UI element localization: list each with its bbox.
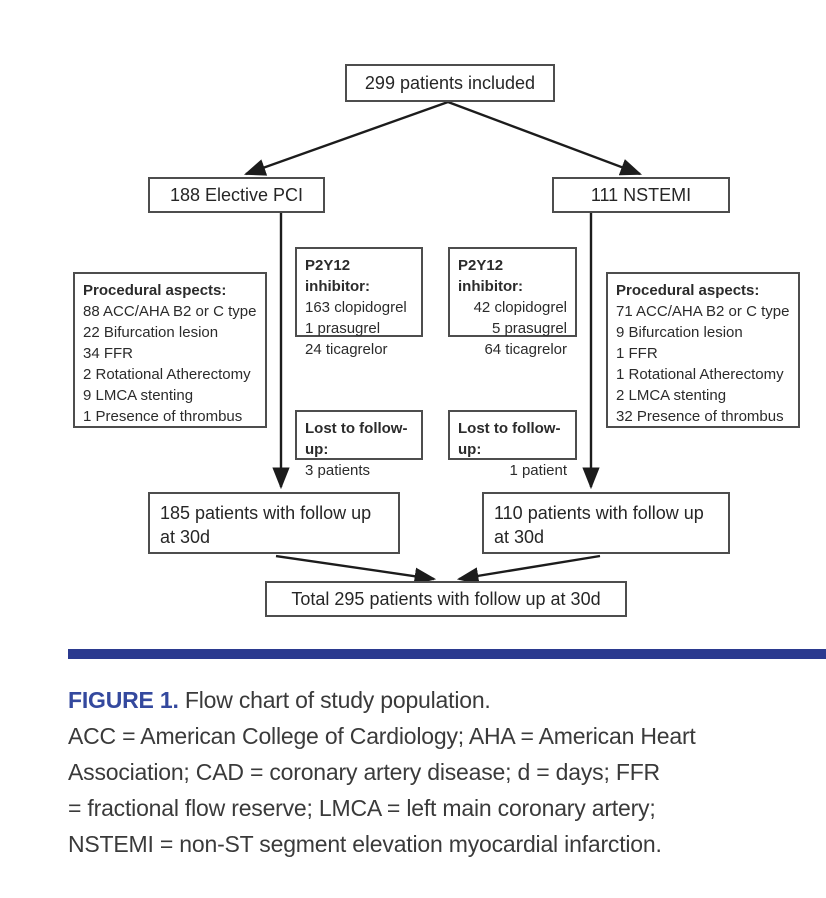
procedural-right-line: 2 LMCA stenting — [616, 387, 727, 404]
procedural-left-line: 88 ACC/AHA B2 or C type — [83, 303, 257, 320]
lost-right-value: 1 patient — [509, 462, 567, 479]
node-followup-left: 185 patients with follow up at 30d — [148, 492, 400, 554]
p2y12-left-title: P2Y12 inhibitor: — [305, 257, 370, 295]
caption-abbrev-line: Association; CAD = coronary artery disea… — [68, 759, 660, 785]
p2y12-left-line: 163 clopidogrel — [305, 299, 407, 316]
node-patients-included: 299 patients included — [345, 64, 555, 102]
caption-title-line: FIGURE 1. Flow chart of study population… — [68, 682, 808, 718]
procedural-left-line: 1 Presence of thrombus — [83, 408, 243, 425]
lost-left-title: Lost to follow-up: — [305, 420, 408, 458]
procedural-left-line: 34 FFR — [83, 345, 134, 362]
p2y12-left-line: 1 prasugrel — [305, 320, 381, 337]
caption-abbrev-line: = fractional flow reserve; LMCA = left m… — [68, 795, 656, 821]
figure-divider-rule — [68, 649, 826, 659]
arrow-top-to-right — [447, 100, 643, 176]
procedural-right-line: 71 ACC/AHA B2 or C type — [616, 303, 790, 320]
node-procedural-aspects-right: Procedural aspects: 71 ACC/AHA B2 or C t… — [606, 272, 800, 428]
node-elective-pci: 188 Elective PCI — [148, 177, 325, 213]
procedural-left-line: 2 Rotational Atherectomy — [83, 366, 251, 383]
node-nstemi: 111 NSTEMI — [552, 177, 730, 213]
caption-abbrev-line: ACC = American College of Cardiology; AH… — [68, 723, 696, 749]
p2y12-right-line: 5 prasugrel — [491, 320, 567, 337]
node-followup-right: 110 patients with follow up at 30d — [482, 492, 730, 554]
figure-label: FIGURE 1. — [68, 687, 179, 713]
lost-right-title: Lost to follow-up: — [458, 420, 561, 458]
procedural-right-title: Procedural aspects: — [616, 282, 760, 299]
arrow-left-to-total — [275, 554, 437, 585]
node-p2y12-right: P2Y12 inhibitor: 42 clopidogrel 5 prasug… — [448, 247, 577, 358]
procedural-left-line: 9 LMCA stenting — [83, 387, 194, 404]
followup-right-line1: 110 patients with follow up — [494, 503, 704, 523]
node-p2y12-left: P2Y12 inhibitor: 163 clopidogrel 1 prasu… — [295, 247, 423, 358]
arrow-top-to-left — [243, 100, 449, 176]
procedural-right-line: 1 Rotational Atherectomy — [616, 366, 784, 383]
p2y12-left-line: 24 ticagrelor — [305, 341, 388, 358]
node-lost-followup-left: Lost to follow-up: 3 patients — [295, 410, 423, 479]
procedural-right-line: 1 FFR — [616, 345, 658, 362]
lost-left-value: 3 patients — [305, 462, 371, 479]
followup-left-line2: at 30d — [160, 527, 211, 547]
node-total-followup: Total 295 patients with follow up at 30d — [265, 581, 627, 617]
followup-right-line2: at 30d — [494, 527, 545, 547]
figure-title: Flow chart of study population. — [178, 687, 491, 713]
procedural-right-line: 9 Bifurcation lesion — [616, 324, 743, 341]
p2y12-right-line: 64 ticagrelor — [484, 341, 567, 358]
figure-caption: FIGURE 1. Flow chart of study population… — [68, 682, 808, 862]
p2y12-right-line: 42 clopidogrel — [473, 299, 567, 316]
p2y12-right-title: P2Y12 inhibitor: — [458, 257, 523, 295]
procedural-right-line: 32 Presence of thrombus — [616, 408, 784, 425]
arrow-right-to-total — [456, 554, 601, 585]
node-lost-followup-right: Lost to follow-up: 1 patient — [448, 410, 577, 479]
procedural-left-title: Procedural aspects: — [83, 282, 227, 299]
caption-abbrev-line: NSTEMI = non-ST segment elevation myocar… — [68, 831, 662, 857]
procedural-left-line: 22 Bifurcation lesion — [83, 324, 219, 341]
followup-left-line1: 185 patients with follow up — [160, 503, 372, 523]
node-procedural-aspects-left: Procedural aspects: 88 ACC/AHA B2 or C t… — [73, 272, 267, 428]
